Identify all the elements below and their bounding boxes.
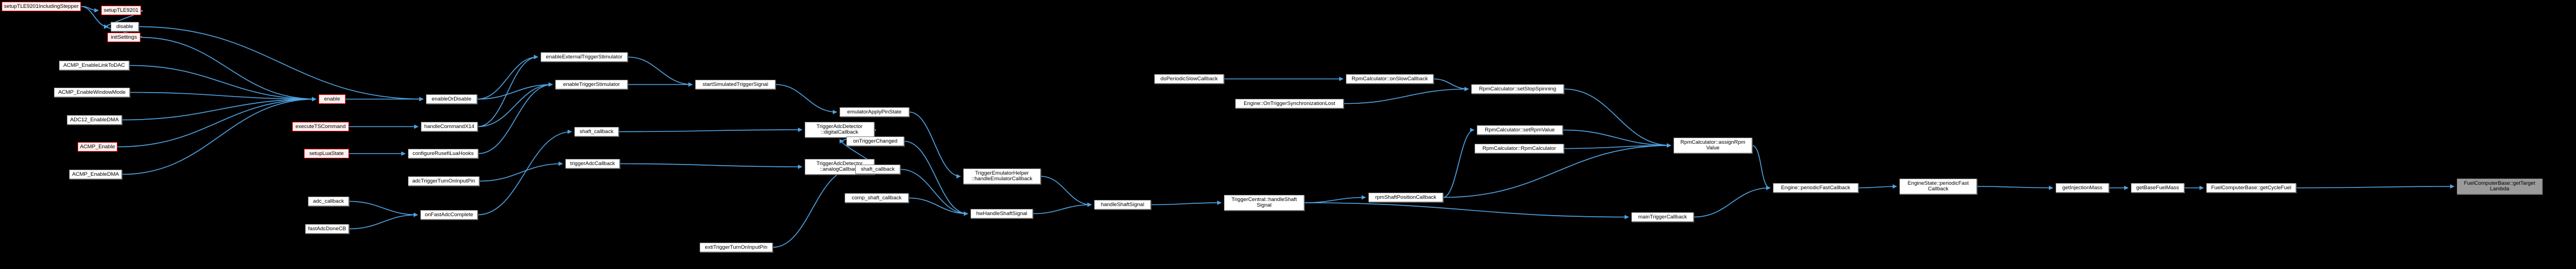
graph-node[interactable]: emulatorApplyPinState — [840, 107, 909, 117]
graph-node[interactable]: shaft_callback — [574, 127, 619, 136]
graph-edge — [140, 37, 316, 102]
graph-node[interactable]: rpmShaftPositionCallback — [1368, 193, 1443, 202]
graph-node[interactable]: comp_shaft_callback — [845, 193, 909, 203]
graph-node[interactable]: adcTriggerTurnOnInputPin — [408, 176, 479, 186]
graph-node[interactable]: onFastAdcComplete — [420, 210, 478, 220]
graph-node[interactable]: EngineState::periodicFast Callback — [1899, 179, 1977, 194]
graph-node[interactable]: doPeriodicSlowCallback — [1154, 74, 1224, 84]
graph-node[interactable]: setupLuaState — [304, 149, 349, 158]
graph-edge — [2296, 184, 2455, 189]
graph-edge — [908, 197, 968, 216]
graph-node[interactable]: FuelComputerBase::getTarget Lambda — [2457, 179, 2542, 194]
graph-edge — [772, 167, 853, 248]
graph-edge — [348, 200, 418, 217]
graph-node[interactable]: TriggerCentral::handleShaft Signal — [1224, 195, 1304, 211]
graph-node[interactable]: Engine::periodicFastCallback — [1773, 183, 1858, 193]
graph-node[interactable]: enable — [319, 94, 346, 104]
graph-edge — [477, 129, 572, 216]
graph-edge — [138, 26, 424, 102]
graph-edge — [477, 54, 538, 127]
graph-edge — [1304, 202, 1629, 220]
graph-node[interactable]: TriggerAdcDetector ::digitalCallback — [805, 122, 874, 138]
graph-edge — [1343, 86, 1469, 104]
graph-edge — [129, 92, 316, 102]
graph-node[interactable]: ADC12_EnableDMA — [67, 115, 122, 125]
graph-node[interactable]: enableOrDisable — [426, 94, 477, 104]
graph-edge — [1976, 185, 2053, 190]
graph-node[interactable]: RpmCalculator::onSlowCallback — [1346, 74, 1434, 84]
graph-edge — [909, 111, 961, 179]
graph-edge — [1858, 184, 1897, 189]
graph-node[interactable]: handleCommandX14 — [421, 122, 478, 131]
graph-node[interactable]: getBaseFuelMass — [2131, 183, 2184, 193]
graph-node[interactable]: configureRusefiLuaHooks — [408, 149, 478, 158]
graph-node[interactable]: onTriggerChanged — [846, 136, 904, 146]
graph-node[interactable]: triggerAdcCallback — [565, 159, 620, 168]
graph-node[interactable]: enableTriggerStimulator — [555, 80, 628, 89]
graph-node[interactable]: RpmCalculator::RpmCalculator — [1475, 144, 1564, 153]
graph-edge — [348, 212, 418, 230]
graph-node[interactable]: shaft_callback — [855, 165, 900, 174]
graph-edge — [80, 6, 99, 13]
graph-edge — [904, 140, 968, 216]
graph-edge — [477, 82, 553, 127]
graph-edge — [1150, 200, 1222, 206]
graph-node[interactable]: adc_callback — [308, 197, 349, 206]
graph-node[interactable]: RpmCalculator::setRpmValue — [1477, 125, 1563, 135]
graph-node[interactable]: FuelComputerBase::getCycleFuel — [2206, 183, 2296, 193]
graph-node[interactable]: startSimulatedTriggerSignal — [695, 80, 775, 89]
graph-edge — [1040, 176, 1092, 207]
graph-node[interactable]: hwHandleShaftSignal — [970, 209, 1033, 218]
graph-node[interactable]: disable — [111, 22, 139, 31]
graph-edge — [121, 97, 316, 175]
graph-node[interactable]: handleShaftSignal — [1094, 200, 1151, 209]
graph-edge — [117, 97, 316, 148]
graph-node[interactable]: Engine::OnTriggerSynchronizationLost — [1235, 99, 1344, 108]
graph-edge — [775, 84, 837, 115]
graph-edge — [1563, 143, 1671, 149]
graph-node[interactable]: extiTriggerTurnOnInputPin — [700, 243, 773, 252]
graph-node[interactable]: ACMP_EnableLinkToDAC — [59, 61, 129, 70]
graph-edge — [1304, 195, 1366, 203]
graph-edge — [477, 54, 538, 100]
graph-edge — [478, 82, 553, 154]
graph-edge — [1563, 88, 1671, 148]
graph-node[interactable]: setupTLE9201 — [101, 6, 141, 15]
graph-node[interactable]: executeTSCommand — [292, 122, 349, 131]
graph-edge — [1693, 185, 1771, 218]
graph-node[interactable]: fastAdcDoneCB — [305, 224, 349, 234]
graph-edge — [618, 127, 802, 133]
graph-edge — [900, 168, 968, 216]
graph-edge — [1443, 127, 1475, 198]
graph-node[interactable]: enableExternalTriggerStimulator — [541, 52, 628, 62]
graph-node[interactable]: mainTriggerCallback — [1631, 212, 1694, 222]
graph-node[interactable]: ACMP_Enable — [78, 142, 117, 152]
graph-edge — [1032, 202, 1092, 215]
graph-edge — [627, 56, 693, 87]
graph-node[interactable]: getInjectionMass — [2056, 183, 2109, 193]
graph-node[interactable]: RpmCalculator::setStopSpinning — [1471, 84, 1564, 94]
graph-edge — [1752, 145, 1771, 190]
graph-edge — [129, 65, 316, 102]
graph-edge — [121, 97, 316, 121]
graph-node[interactable]: ACMP_EnableWindowMode — [54, 88, 130, 97]
graph-edge — [479, 161, 563, 182]
graph-edge — [1433, 78, 1469, 92]
graph-node[interactable]: initSettings — [107, 33, 140, 42]
graph-edge — [477, 82, 553, 100]
graph-node[interactable]: TriggerEmulatorHelper ::handleEmulatorCa… — [963, 168, 1041, 184]
graph-node[interactable]: ACMP_EnableDMA — [69, 170, 122, 179]
graph-node[interactable]: RpmCalculator::assignRpm Value — [1674, 138, 1752, 153]
graph-edge — [1562, 129, 1671, 148]
graph-node[interactable]: setupTLE9201IncludingStepper — [2, 2, 81, 11]
graph-edge — [619, 163, 802, 169]
